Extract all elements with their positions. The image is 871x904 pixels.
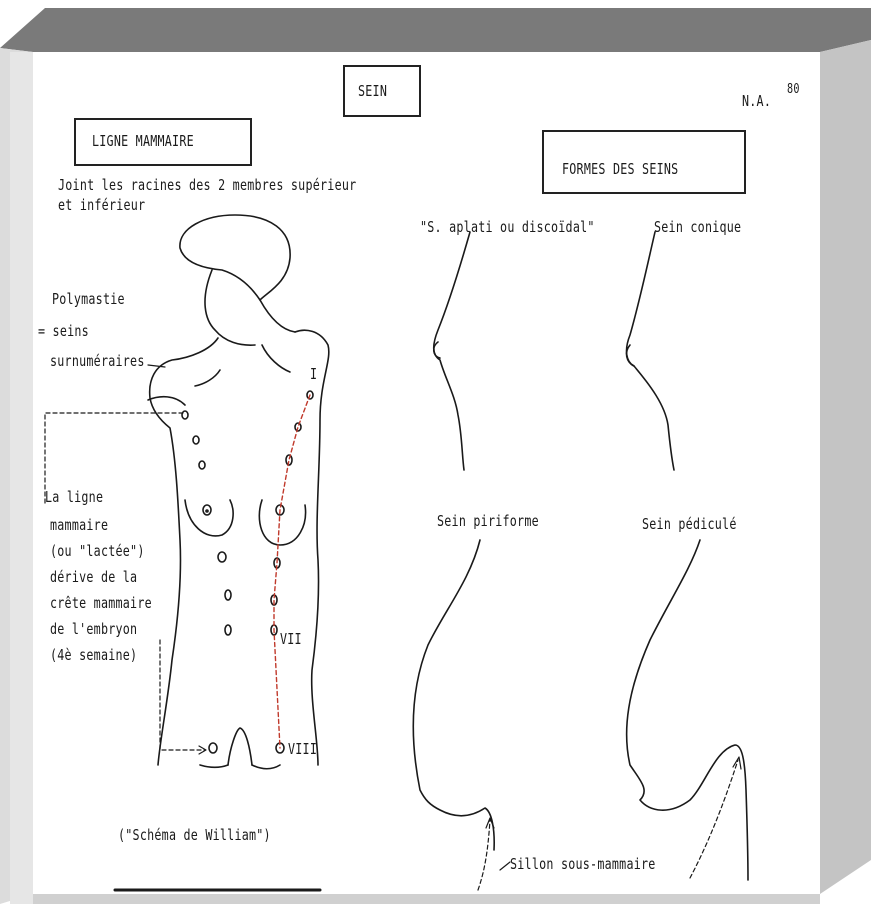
profile-piriform [413,540,494,850]
right-heading: FORMES DES SEINS [562,160,678,179]
nipple-left-1 [182,411,188,419]
roman-label-7: VII [280,630,302,649]
left-heading: LIGNE MAMMAIRE [92,132,194,151]
shape-flat-label: "S. aplati ou discoïdal" [420,218,595,237]
sillon-arrow-right-head [733,757,741,769]
nipple-left-3 [199,461,205,469]
nipple-left-5 [218,552,226,562]
profile-conic [627,232,674,470]
caption-line-2: et inférieur [58,196,145,215]
profile-flat [434,232,470,470]
right-shoulder [295,330,329,765]
leg-left-inner [200,765,228,767]
roman-label-1: I [310,365,317,384]
ligne-line-3: (ou "lactée") [50,542,145,561]
face-contour [205,270,255,345]
leg-right-inner [252,765,280,769]
hair-outline [180,215,290,300]
nipple-left-7 [225,625,231,635]
crotch [228,728,252,765]
page-title: SEIN [358,82,387,101]
armpit-left [195,370,220,386]
ligne-line-7: (4è semaine) [50,646,137,665]
ligne-line-4: dérive de la [50,568,137,587]
nipple-left-6 [225,590,231,600]
ligne-line-5: crête mammaire [50,594,152,613]
shape-conic-label: Sein conique [654,218,741,237]
sillon-leader [500,862,510,870]
neck-contour [260,300,295,332]
polymastie-line-2: = seins [38,322,89,341]
profile-pedicule [627,540,748,880]
nipple-left-4-dot [206,510,208,512]
polymastie-line-3: surnuméraires [50,352,145,371]
polymastie-label: Polymastie [52,290,125,309]
ligne-line-1: La ligne [45,488,103,507]
sillon-arrow-left [478,820,490,890]
reference-number: 80 [787,80,800,99]
ligne-line-6: de l'embryon [50,620,137,639]
ligne-line-2: mammaire [50,516,108,535]
sillon-label: Sillon sous-mammaire [510,855,656,874]
leader-groin [160,640,205,750]
roman-label-8: VIII [288,740,317,759]
nipple-left-8 [209,743,217,753]
schema-caption: ("Schéma de William") [118,826,271,845]
shape-pedicule-label: Sein pédiculé [642,515,737,534]
shape-piriform-label: Sein piriforme [437,512,539,531]
sillon-arrow-right [690,760,738,878]
reference-code: N.A. [742,92,771,111]
nipple-left-2 [193,436,199,444]
nipple-right-2 [295,423,301,431]
milk-line [274,395,310,748]
left-shoulder [150,338,218,765]
caption-line-1: Joint les racines des 2 membres supérieu… [58,176,356,195]
armpit-right [262,345,290,372]
arm-stump [148,397,185,405]
